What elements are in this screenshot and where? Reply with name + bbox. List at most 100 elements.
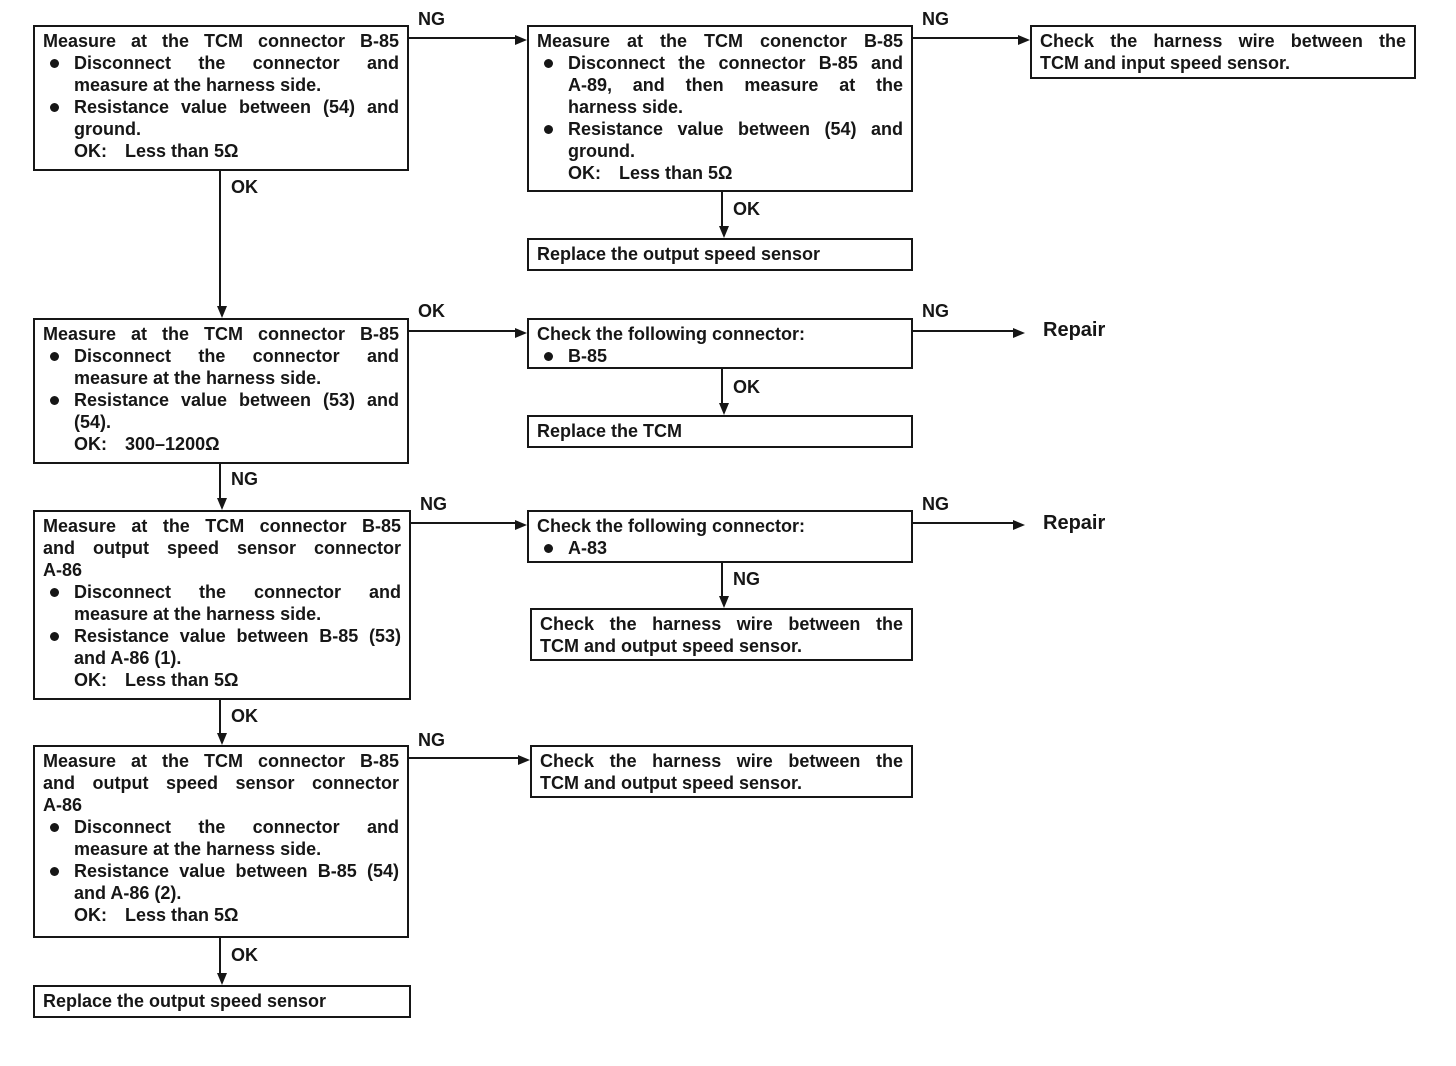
box-text-line: Resistance value between (53) and: [74, 390, 399, 410]
box-text-line: ground.: [74, 119, 141, 139]
bullet-item: Resistance value between (53) and (54).: [43, 389, 399, 433]
bullet-item: Resistance value between (54) and ground…: [43, 96, 399, 140]
bullet-text: B-85: [568, 345, 903, 367]
box-text-line: (54).: [74, 412, 112, 432]
ng-label: NG: [418, 9, 445, 29]
ok-label: OK: [231, 706, 258, 726]
box-title-line: A-86: [43, 560, 83, 580]
bullet-icon: [43, 816, 74, 860]
ok-spec-line: OK: Less than 5Ω: [537, 162, 903, 184]
bullet-icon: [43, 345, 74, 389]
box-text-line: harness side.: [568, 97, 684, 117]
box-text-line: A-89, and then measure at the: [568, 75, 903, 95]
box-text-line: TCM and output speed sensor.: [540, 773, 803, 793]
bullet-icon: [537, 345, 568, 367]
ng-label: NG: [420, 494, 447, 514]
box-text-line: Disconnect the connector B-85 and: [568, 53, 903, 73]
ok-spec-value: Less than 5Ω: [125, 905, 239, 925]
ok-arrow-down-to-replace-tcm: [719, 369, 729, 415]
ok-spec-label: OK:: [74, 141, 107, 161]
bullet-item: Resistance value between B-85 (54) and A…: [43, 860, 399, 904]
bullet-icon: [537, 537, 568, 559]
box-text-line: Check the harness wire between the: [1040, 31, 1406, 51]
ok-label: OK: [231, 945, 258, 965]
box-text-line: Replace the TCM: [537, 421, 683, 441]
box-check-harness-input-sensor: Check the harness wire between the TCM a…: [1030, 25, 1416, 79]
box-check-harness-output-row4: Check the harness wire between the TCM a…: [530, 745, 913, 798]
repair-label: Repair: [1043, 319, 1106, 341]
bullet-icon: [537, 118, 568, 162]
box-text-line: Resistance value between B-85 (54): [74, 861, 399, 881]
box-title-line: Measure at the TCM connector B-85: [43, 516, 401, 536]
ng-label: NG: [922, 9, 949, 29]
bullet-icon: [43, 625, 74, 669]
bullet-item: Resistance value between (54) and ground…: [537, 118, 903, 162]
ng-arrow-row1-right: [913, 35, 1030, 45]
box-text-line: Resistance value between B-85 (53): [74, 626, 401, 646]
box-replace-output-sensor-top: Replace the output speed sensor: [527, 238, 913, 271]
bullet-item: B-85: [537, 345, 903, 367]
box-text-line: and A-86 (1).: [74, 648, 182, 668]
bullet-text: Disconnect the connector and measure at …: [74, 581, 401, 625]
ng-label: NG: [922, 494, 949, 514]
box-text-line: Disconnect the connector and: [74, 346, 399, 366]
bullet-item: Disconnect the connector B-85 and A-89, …: [537, 52, 903, 118]
bullet-text: Disconnect the connector and measure at …: [74, 52, 399, 96]
ng-arrow-row1-left: [409, 35, 527, 45]
ok-spec-label: OK:: [568, 163, 601, 183]
bullet-text: A-83: [568, 537, 903, 559]
bullet-text: Resistance value between B-85 (54) and A…: [74, 860, 399, 904]
box-text-line: and A-86 (2).: [74, 883, 182, 903]
box-text-line: Disconnect the connector and: [74, 53, 399, 73]
ok-spec-label: OK:: [74, 434, 107, 454]
ok-arrow-row2: [409, 328, 527, 338]
ng-label: NG: [231, 469, 258, 489]
box-title-line: and output speed sensor connector: [43, 538, 401, 558]
ng-arrow-row3: [411, 520, 527, 530]
box-text-line: TCM and input speed sensor.: [1040, 53, 1291, 73]
box-text-line: Replace the output speed sensor: [43, 991, 327, 1011]
box-title-line: and output speed sensor connector: [43, 773, 399, 793]
ok-label: OK: [231, 177, 258, 197]
box-text-line: Check the harness wire between the: [540, 751, 903, 771]
bullet-text: Disconnect the connector and measure at …: [74, 345, 399, 389]
box-check-connector-a83: Check the following connector: A-83: [527, 510, 913, 563]
bullet-item: Disconnect the connector and measure at …: [43, 52, 399, 96]
ok-spec-line: OK: Less than 5Ω: [43, 904, 399, 926]
box-text-line: TCM and output speed sensor.: [540, 636, 803, 656]
ng-arrow-down-row2-to-row3: [217, 464, 227, 510]
box-text-line: A-83: [568, 538, 608, 558]
box-text-line: measure at the harness side.: [74, 75, 322, 95]
ok-arrow-down-to-replace-output-bottom: [217, 938, 227, 985]
ng-arrow-row4: [409, 755, 530, 765]
bullet-item: Disconnect the connector and measure at …: [43, 345, 399, 389]
ok-label: OK: [733, 199, 760, 219]
ng-label: NG: [418, 730, 445, 750]
box-text-line: Replace the output speed sensor: [537, 244, 821, 264]
bullet-item: Disconnect the connector and measure at …: [43, 581, 401, 625]
bullet-item: A-83: [537, 537, 903, 559]
box-measure-tcm-b85-ground: Measure at the TCM connector B-85 Discon…: [33, 25, 409, 171]
bullet-icon: [537, 52, 568, 118]
box-title-line: Check the following connector:: [537, 324, 806, 344]
ng-label: NG: [733, 569, 760, 589]
box-text-line: Check the harness wire between the: [540, 614, 903, 634]
ok-spec-label: OK:: [74, 905, 107, 925]
ok-label: OK: [418, 301, 445, 321]
box-text-line: Resistance value between (54) and: [568, 119, 903, 139]
bullet-icon: [43, 96, 74, 140]
ok-spec-line: OK: Less than 5Ω: [43, 669, 401, 691]
box-text-line: measure at the harness side.: [74, 368, 322, 388]
ok-spec-value: Less than 5Ω: [125, 670, 239, 690]
bullet-item: Resistance value between B-85 (53) and A…: [43, 625, 401, 669]
box-text-line: Resistance value between (54) and: [74, 97, 399, 117]
box-title-line: Measure at the TCM connector B-85: [43, 751, 399, 771]
ok-spec-value: Less than 5Ω: [619, 163, 733, 183]
ok-spec-value: Less than 5Ω: [125, 141, 239, 161]
box-text-line: ground.: [568, 141, 635, 161]
bullet-text: Disconnect the connector and measure at …: [74, 816, 399, 860]
ok-spec-label: OK:: [74, 670, 107, 690]
ng-arrow-row2-repair: [913, 328, 1025, 338]
box-measure-tcm-b85-53-54: Measure at the TCM connector B-85 Discon…: [33, 318, 409, 464]
